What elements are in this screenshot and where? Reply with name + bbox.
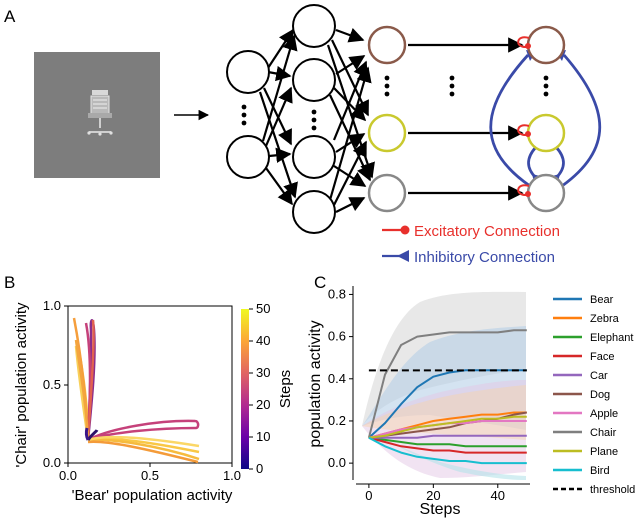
trajectory-line <box>87 419 200 442</box>
chart-c-xlabel: Steps <box>420 501 461 518</box>
self-excitation-dots <box>525 43 531 197</box>
chart-b: 0.0 0.5 1.0 0.0 0.5 1.0 'Bear' populatio… <box>13 298 294 504</box>
panel-label-a: A <box>4 7 16 26</box>
y-tick-label: 0.8 <box>328 286 346 301</box>
trajectory-line <box>87 440 199 464</box>
excitatory-label: Excitatory Connection <box>414 223 560 240</box>
colorbar-tick: 0 <box>256 461 263 476</box>
trajectory-line <box>87 435 200 448</box>
trajectory-line <box>86 319 95 439</box>
legend-label: Zebra <box>590 313 620 325</box>
legend-label: Elephant <box>590 332 633 344</box>
inhibitory-arrow-icon <box>397 250 409 262</box>
chart-b-xtick: 1.0 <box>223 468 241 483</box>
colorbar: 50 40 30 20 10 0 Steps <box>241 301 294 476</box>
y-tick-label: 0.4 <box>328 371 346 386</box>
output-node-plane <box>526 113 566 153</box>
colorbar-tick: 40 <box>256 333 270 348</box>
input-node <box>226 135 270 179</box>
series-line-chair <box>367 329 527 439</box>
x-tick-label: 20 <box>426 488 440 503</box>
chart-b-xtick: 0.0 <box>59 468 77 483</box>
chart-b-ytick: 0.5 <box>43 377 61 392</box>
hidden-node <box>292 4 336 48</box>
category-node-plane <box>367 113 407 153</box>
chart-c-ticks: 0 20 40 0.0 0.2 0.4 0.6 0.8 <box>328 286 505 503</box>
legend-label: Car <box>590 370 608 382</box>
legend-label: Dog <box>590 389 610 401</box>
chair-icon <box>87 90 113 136</box>
self-excitation-loops <box>517 36 530 197</box>
chart-c-series <box>367 329 527 465</box>
stimulus-image <box>34 52 160 178</box>
panel-label-b: B <box>4 273 15 292</box>
chart-c-legend: BearZebraElephantFaceCarDogAppleChairPla… <box>553 294 635 496</box>
hidden-node <box>292 58 336 102</box>
chart-b-xtick: 0.5 <box>141 468 159 483</box>
trajectory-line <box>87 438 200 461</box>
legend-label: Chair <box>590 427 617 439</box>
legend-label: threshold <box>590 484 635 496</box>
series-line-face <box>368 436 527 454</box>
output-node-chair <box>526 173 566 213</box>
network-nodes <box>226 4 407 234</box>
y-tick-label: 0.0 <box>328 455 346 470</box>
y-tick-label: 0.2 <box>328 413 346 428</box>
series-line-bird <box>368 436 527 465</box>
network-connections <box>258 27 524 213</box>
ellipsis-dots <box>241 75 549 131</box>
category-node-bear <box>367 25 407 65</box>
category-node-chair <box>367 173 407 213</box>
input-node <box>226 50 270 94</box>
legend-label: Face <box>590 351 614 363</box>
chart-b-ytick: 0.0 <box>43 455 61 470</box>
hidden-node <box>292 135 336 179</box>
legend-label: Bear <box>590 294 614 306</box>
trajectory-line <box>74 339 90 441</box>
x-tick-label: 0 <box>365 488 372 503</box>
legend-label: Apple <box>590 408 618 420</box>
chart-b-ylabel: 'Chair' population activity <box>13 302 30 467</box>
panel-label-c: C <box>314 273 326 292</box>
chart-c: 0 20 40 0.0 0.2 0.4 0.6 0.8 Steps population ac… <box>307 286 635 518</box>
series-line-elephant <box>368 436 527 448</box>
chart-c-ylabel: population activity <box>307 320 324 447</box>
chart-b-ytick: 1.0 <box>43 298 61 313</box>
series-line-car <box>368 434 527 439</box>
output-node-bear <box>526 25 566 65</box>
colorbar-tick: 20 <box>256 397 270 412</box>
zebra-band <box>362 385 526 440</box>
colorbar-label: Steps <box>277 370 294 408</box>
legend-label: Bird <box>590 465 610 477</box>
trajectory-line <box>84 427 90 441</box>
y-tick-label: 0.6 <box>328 329 346 344</box>
series-line-plane <box>368 415 527 439</box>
colorbar-tick: 50 <box>256 301 270 316</box>
x-tick-label: 40 <box>491 488 505 503</box>
chart-b-xlabel: 'Bear' population activity <box>72 487 233 504</box>
colorbar-tick: 10 <box>256 429 270 444</box>
legend-label: Plane <box>590 446 618 458</box>
hidden-node <box>292 190 336 234</box>
excitatory-dot-icon <box>400 225 410 235</box>
output-nodes <box>526 25 566 213</box>
colorbar-tick: 30 <box>256 365 270 380</box>
inhibitory-label: Inhibitory Connection <box>414 249 555 266</box>
connection-legend: Excitatory Connection Inhibitory Connect… <box>382 223 560 266</box>
